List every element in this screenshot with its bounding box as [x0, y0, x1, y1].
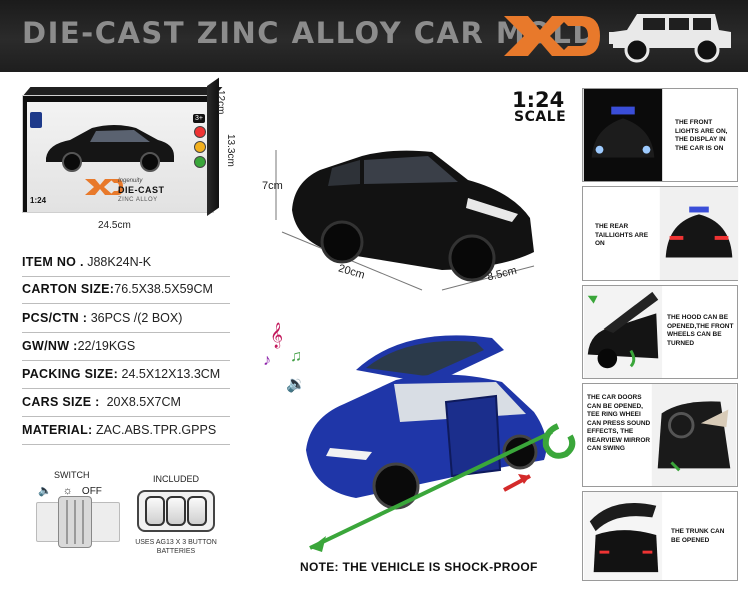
music-note-icon: ♫	[290, 348, 302, 365]
age-badge: 3+	[193, 114, 205, 123]
package-brand: Ingenuity	[118, 178, 143, 184]
dot-red	[194, 126, 206, 138]
battery-icon	[166, 496, 186, 526]
spec-label: CARTON SIZE:	[22, 282, 115, 296]
scale-ratio: 1:24	[512, 88, 565, 112]
trunk-open-image	[583, 492, 663, 580]
sound-icon: 🔉	[286, 376, 306, 393]
feature-text: THE HOOD CAN BE OPENED,THE FRONT WHEELS …	[667, 314, 734, 347]
feature-text: THE REAR TAILLIGHTS ARE ON	[595, 223, 649, 247]
package-logo-icon	[85, 179, 123, 195]
black-car-image	[275, 150, 535, 291]
package-diecast: DIE-CAST	[118, 185, 165, 195]
spec-label: PCS/CTN :	[22, 311, 88, 325]
music-note-icon: ♪	[263, 352, 271, 369]
spec-value: 76.5X38.5X59CM	[114, 282, 213, 296]
spec-label: ITEM NO .	[22, 255, 84, 269]
brand-logo-icon	[504, 16, 600, 56]
car-dim-height: 7cm	[262, 180, 283, 192]
spec-value: 20X8.5X7CM	[106, 395, 181, 409]
light-icon: ☼	[62, 485, 73, 497]
doors-open-image	[651, 384, 737, 486]
package-car-image	[46, 125, 174, 172]
spec-divider	[22, 276, 230, 277]
switch-ridge	[66, 500, 68, 544]
spec-value: 22/19KGS	[77, 339, 136, 353]
switch-ridge	[74, 500, 76, 544]
spec-value: 24.5X12X13.3CM	[121, 367, 221, 381]
spec-divider	[22, 360, 230, 361]
spec-material: MATERIAL: ZAC.ABS.TPR.GPPS	[22, 423, 227, 437]
switch-label: SWITCH	[54, 470, 90, 480]
feature-hood: THE HOOD CAN BE OPENED,THE FRONT WHEELS …	[582, 285, 738, 379]
speaker-icon: 🔈	[38, 485, 52, 497]
package-badge	[30, 112, 42, 128]
spec-label: PACKING SIZE:	[22, 367, 119, 381]
package-feature-dots	[194, 126, 208, 171]
music-note-icon: 𝄞	[270, 322, 284, 347]
feature-text: THE TRUNK CAN BE OPENED	[671, 528, 725, 544]
battery-included-label: INCLUDED	[153, 474, 200, 484]
spec-divider	[22, 416, 230, 417]
package-dim-width: 24.5cm	[98, 220, 131, 231]
spec-label: GW/NW :	[22, 339, 78, 353]
spec-label: CARS SIZE :	[22, 395, 100, 409]
dot-yellow	[194, 141, 206, 153]
package-dim-height: 12cm	[215, 90, 226, 115]
spec-pcs-ctn: PCS/CTN : 36PCS /(2 BOX)	[22, 311, 227, 325]
blue-car-image	[306, 335, 576, 552]
rear-lights-image	[659, 187, 739, 280]
feature-rear-lights: THE REAR TAILLIGHTS ARE ON	[582, 186, 739, 281]
header-title: DIE-CAST ZINC ALLOY CAR MOLD	[22, 16, 598, 50]
feature-text: THE CAR DOORS CAN BE OPENED, TEE RING WH…	[587, 394, 651, 452]
spec-divider	[22, 388, 230, 389]
spec-divider	[22, 444, 230, 445]
battery-icon	[145, 496, 165, 526]
spec-value: ZAC.ABS.TPR.GPPS	[96, 423, 217, 437]
hood-open-image	[583, 286, 663, 378]
spec-gw-nw: GW/NW :22/19KGS	[22, 339, 227, 353]
feature-text: THE FRONT LIGHTS ARE ON, THE DISPLAY IN …	[675, 119, 728, 152]
spec-label: MATERIAL:	[22, 423, 93, 437]
switch-ridge	[82, 500, 84, 544]
switch-icons: 🔈 ☼ OFF	[38, 484, 102, 497]
spec-value: 36PCS /(2 BOX)	[90, 311, 183, 325]
shock-proof-note: NOTE: THE VEHICLE IS SHOCK-PROOF	[300, 560, 538, 574]
feature-trunk: THE TRUNK CAN BE OPENED	[582, 491, 738, 581]
package-dim-depth: 13.3cm	[225, 134, 236, 167]
package-zinc: ZINC ALLOY	[118, 197, 158, 203]
offroad-car-icon	[609, 14, 731, 63]
dot-green	[194, 156, 206, 168]
scale-word: SCALE	[514, 109, 567, 125]
spec-divider	[22, 332, 230, 333]
header-banner: DIE-CAST ZINC ALLOY CAR MOLD	[0, 0, 748, 72]
spec-value: J88K24N-K	[87, 255, 152, 269]
spec-packing-size: PACKING SIZE: 24.5X12X13.3CM	[22, 367, 227, 381]
feature-doors: THE CAR DOORS CAN BE OPENED, TEE RING WH…	[582, 383, 738, 487]
spec-divider	[22, 303, 230, 304]
battery-note: USES AG13 X 3 BUTTON BATTERIES	[135, 539, 217, 555]
spec-carton-size: CARTON SIZE:76.5X38.5X59CM	[22, 282, 227, 296]
switch-off-label: OFF	[81, 486, 102, 497]
front-lights-image	[583, 89, 663, 181]
feature-front-lights: THE FRONT LIGHTS ARE ON, THE DISPLAY IN …	[582, 88, 738, 182]
spec-item-no: ITEM NO . J88K24N-K	[22, 255, 227, 269]
package-scale: 1:24	[30, 196, 47, 205]
spec-cars-size: CARS SIZE : 20X8.5X7CM	[22, 395, 227, 409]
battery-icon	[187, 496, 207, 526]
